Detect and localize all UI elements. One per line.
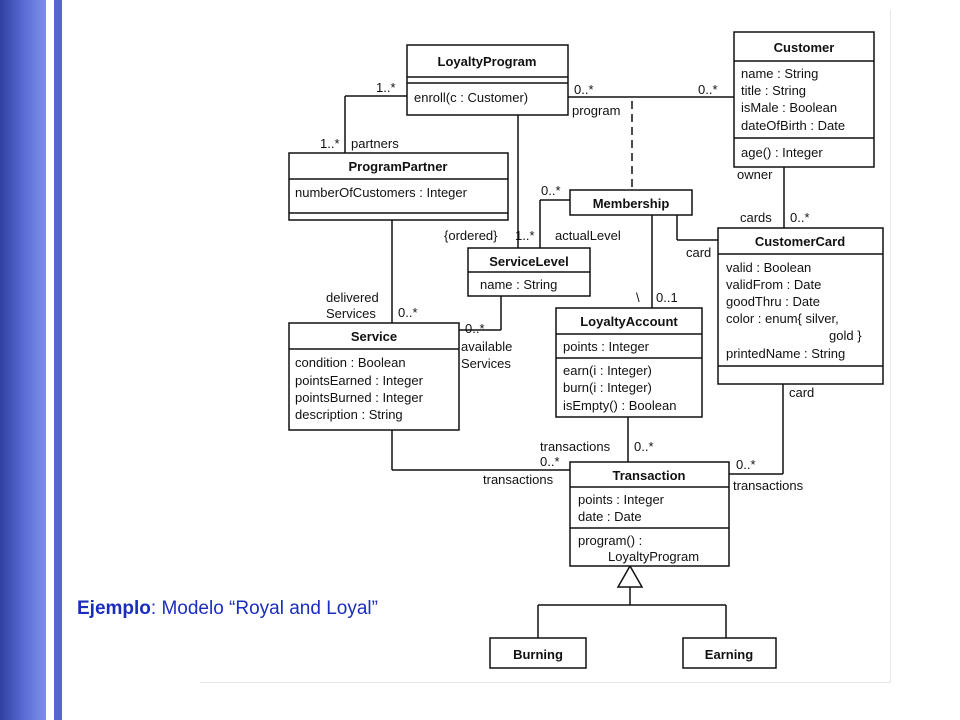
class-attribute: color : enum{ silver, (726, 311, 839, 326)
role-label: transactions (483, 472, 554, 487)
mark-label: \ (636, 290, 640, 305)
caption-text: : Modelo “Royal and Loyal” (150, 598, 378, 619)
class-membership[interactable]: Membership (569, 189, 693, 216)
multiplicity-label: 0..* (698, 82, 718, 97)
class-name: CustomerCard (755, 234, 845, 249)
class-attribute: condition : Boolean (295, 355, 406, 370)
multiplicity-label: 0..* (465, 321, 485, 336)
multiplicity-label: 0..* (634, 439, 654, 454)
side-bar-thin (54, 0, 62, 720)
class-operation: isEmpty() : Boolean (563, 398, 676, 413)
class-service[interactable]: Service condition : Boolean pointsEarned… (288, 322, 460, 431)
class-attribute: title : String (741, 83, 806, 98)
class-name: Earning (705, 647, 753, 662)
class-earning[interactable]: Earning (682, 637, 777, 669)
uml-class-diagram: LoyaltyProgram enroll(c : Customer) Cust… (288, 31, 884, 669)
class-attribute: points : Integer (563, 339, 650, 354)
role-label: Services (461, 356, 511, 371)
class-attribute: goodThru : Date (726, 294, 820, 309)
role-label: delivered (326, 290, 379, 305)
multiplicity-label: 1..* (376, 80, 396, 95)
role-label: Services (326, 306, 376, 321)
diagram-panel: LoyaltyProgram enroll(c : Customer) Cust… (200, 10, 891, 683)
class-customer[interactable]: Customer name : String title : String is… (733, 31, 875, 168)
role-label: program (572, 103, 620, 118)
class-attribute: name : String (741, 66, 818, 81)
role-label: transactions (733, 478, 804, 493)
generalization-arrow (616, 564, 644, 588)
association-labels: 1..* 1..* partners 0..* 0..* program 0..… (320, 80, 814, 493)
caption-bold: Ejemplo (77, 598, 151, 619)
class-attribute: validFrom : Date (726, 277, 821, 292)
class-loyalty-account[interactable]: LoyaltyAccount points : Integer earn(i :… (555, 307, 703, 418)
class-attribute: pointsEarned : Integer (295, 373, 424, 388)
class-burning[interactable]: Burning (489, 637, 587, 669)
class-attribute: numberOfCustomers : Integer (295, 185, 468, 200)
role-label: actualLevel (555, 228, 621, 243)
class-program-partner[interactable]: ProgramPartner numberOfCustomers : Integ… (288, 152, 509, 221)
class-name: Service (351, 329, 397, 344)
class-operation: LoyaltyProgram (608, 549, 699, 564)
class-attribute: pointsBurned : Integer (295, 390, 424, 405)
class-operation: age() : Integer (741, 145, 823, 160)
multiplicity-label: 0..* (574, 82, 594, 97)
class-name: Burning (513, 647, 563, 662)
multiplicity-label: 0..* (736, 457, 756, 472)
multiplicity-label: 0..* (541, 183, 561, 198)
class-loyalty-program[interactable]: LoyaltyProgram enroll(c : Customer) (406, 44, 569, 116)
class-attribute: name : String (480, 277, 557, 292)
side-bar-gradient (0, 0, 46, 720)
multiplicity-label: 0..1 (656, 290, 678, 305)
class-name: ServiceLevel (489, 254, 569, 269)
class-name: Customer (774, 40, 835, 55)
class-name: LoyaltyProgram (438, 54, 537, 69)
class-attribute: gold } (829, 328, 862, 343)
class-attribute: printedName : String (726, 346, 845, 361)
role-label: partners (351, 136, 399, 151)
class-name: Transaction (613, 468, 686, 483)
constraint-label: {ordered} (444, 228, 498, 243)
multiplicity-label: 0..* (790, 210, 810, 225)
class-operation: earn(i : Integer) (563, 363, 652, 378)
class-attribute: valid : Boolean (726, 260, 811, 275)
association-lines (344, 95, 785, 638)
slide-caption: Ejemplo: Modelo “Royal and Loyal” (77, 598, 378, 620)
class-operation: program() : (578, 533, 642, 548)
class-customer-card[interactable]: CustomerCard valid : Boolean validFrom :… (717, 227, 884, 385)
class-attribute: isMale : Boolean (741, 100, 837, 115)
class-name: ProgramPartner (349, 159, 448, 174)
role-label: card (686, 245, 711, 260)
role-label: cards (740, 210, 772, 225)
class-operation: burn(i : Integer) (563, 380, 652, 395)
multiplicity-label: 1..* (515, 228, 535, 243)
class-attribute: description : String (295, 407, 403, 422)
role-label: owner (737, 167, 773, 182)
class-service-level[interactable]: ServiceLevel name : String (467, 247, 591, 297)
multiplicity-label: 0..* (398, 305, 418, 320)
role-label: card (789, 385, 814, 400)
multiplicity-label: 1..* (320, 136, 340, 151)
side-bar-gap (46, 0, 54, 720)
role-label: transactions (540, 439, 611, 454)
class-name: LoyaltyAccount (580, 314, 678, 329)
class-name: Membership (593, 196, 670, 211)
role-label: available (461, 339, 512, 354)
class-transaction[interactable]: Transaction points : Integer date : Date… (569, 461, 730, 567)
class-operation: enroll(c : Customer) (414, 90, 528, 105)
multiplicity-label: 0..* (540, 454, 560, 469)
class-attribute: dateOfBirth : Date (741, 118, 845, 133)
class-attribute: points : Integer (578, 492, 665, 507)
class-attribute: date : Date (578, 509, 642, 524)
